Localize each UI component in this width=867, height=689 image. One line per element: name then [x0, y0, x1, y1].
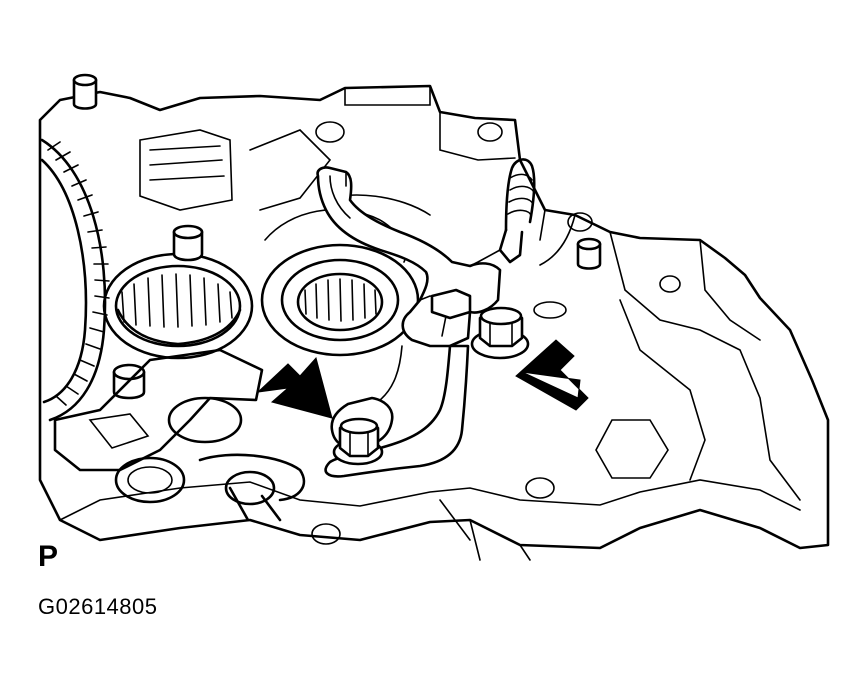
lower-bolt: [332, 417, 384, 466]
shift-fork: [316, 166, 502, 348]
case-bosses: [311, 121, 681, 545]
left-roller-bearing: [102, 252, 254, 360]
view-direction-label: P: [38, 540, 59, 573]
arrow-upper-bolt: [515, 339, 589, 411]
lower-left-bracket: [53, 348, 306, 522]
arrow-lower-bolt: [256, 356, 333, 419]
dowel-pins: [72, 73, 602, 400]
case-outline: [38, 84, 830, 561]
figure-code: G02614805: [38, 594, 158, 619]
upper-bolt: [470, 306, 530, 360]
center-roller-bearing: [260, 243, 420, 357]
callout-arrows: [256, 339, 589, 419]
ring-gear: [40, 138, 110, 422]
return-spring: [469, 158, 536, 267]
case-ribs: [139, 129, 576, 266]
